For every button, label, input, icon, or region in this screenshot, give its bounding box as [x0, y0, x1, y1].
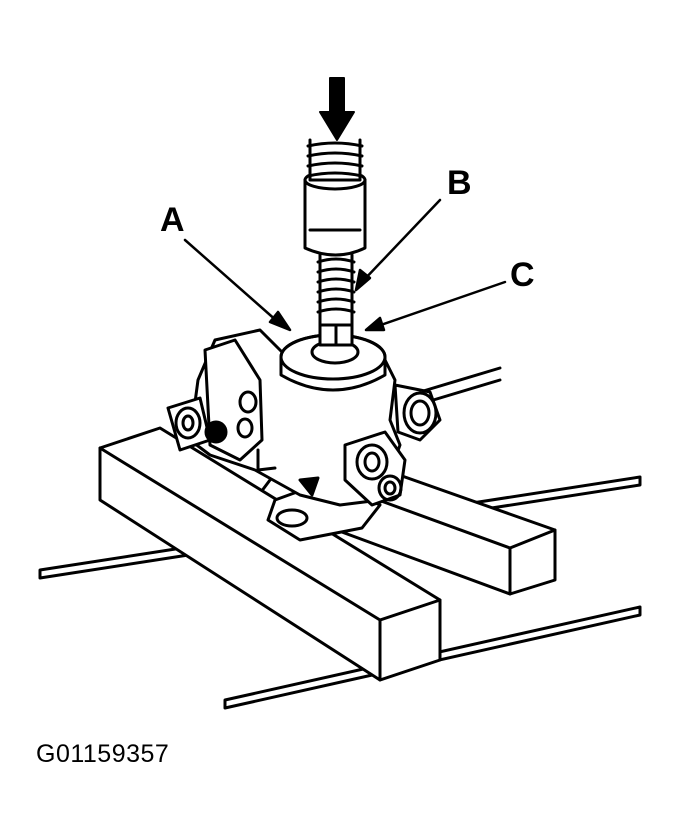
- valve-body: [166, 328, 442, 542]
- press-arrow-icon: [319, 77, 355, 141]
- callout-leaders: [183, 198, 507, 332]
- support-block-left: [98, 426, 442, 682]
- callout-label-b: B: [447, 164, 472, 202]
- callout-label-a: A: [160, 201, 185, 239]
- callout-label-c: C: [510, 256, 535, 294]
- press-tool: [303, 138, 367, 347]
- figure-id: G01159357: [36, 740, 170, 768]
